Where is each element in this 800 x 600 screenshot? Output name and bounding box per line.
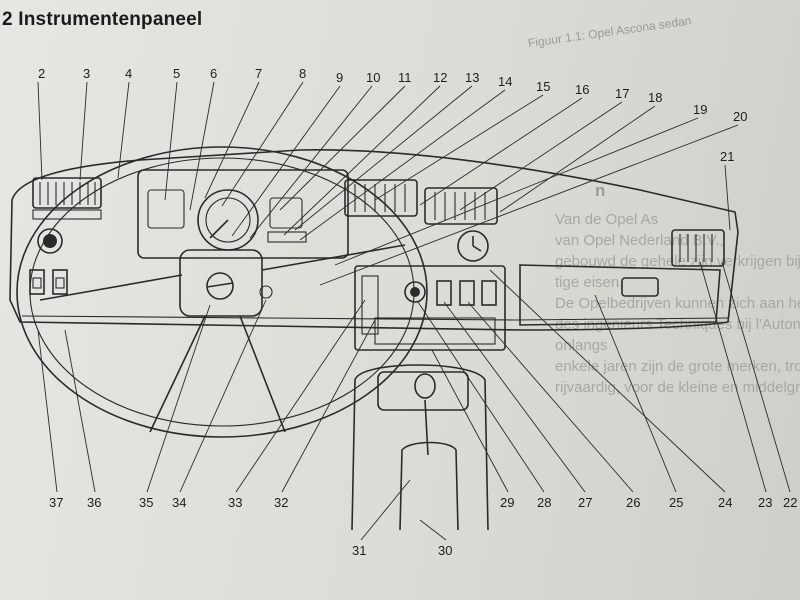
callout-leaders — [37, 81, 791, 541]
bleed-line: gebouwd de gehele zijn verkrijgen bij — [555, 253, 800, 270]
radio-slot — [374, 317, 496, 345]
dashboard-lower-edge — [21, 315, 729, 321]
console-switch-1 — [436, 280, 452, 306]
bleed-line: tige eisen. — [555, 274, 624, 291]
callout-11: 11 — [398, 70, 412, 85]
gear-console-tray — [377, 371, 469, 411]
headlight-knob — [37, 228, 63, 254]
callout-12: 12 — [433, 70, 447, 85]
gear-boot — [399, 441, 459, 531]
center-vent-left — [344, 179, 418, 217]
cigarette-lighter-center — [410, 287, 420, 297]
bleed-through-text: n Van de Opel As van Opel Nederland B.V.… — [555, 180, 800, 600]
center-console — [354, 265, 506, 351]
callout-33: 33 — [228, 495, 242, 510]
callout-19: 19 — [693, 102, 707, 117]
callout-2: 2 — [38, 66, 45, 81]
callout-16: 16 — [575, 82, 589, 97]
left-vent-slats — [39, 182, 96, 205]
bleed-heading: n — [595, 181, 606, 200]
callout-32: 32 — [274, 495, 288, 510]
temp-gauge — [269, 197, 303, 229]
steering-wheel-rim — [16, 146, 428, 438]
steering-wheel-spokes — [39, 244, 406, 433]
left-switch-1-face — [32, 277, 42, 289]
console-switch-column — [361, 275, 379, 335]
glove-box-latch — [621, 277, 659, 297]
callout-18: 18 — [648, 90, 662, 105]
callout-34: 34 — [172, 495, 186, 510]
horn-button — [259, 285, 273, 299]
bleed-line: De Opelbedrijven kunnen zich aan het b — [555, 295, 800, 312]
clock-hands — [472, 236, 482, 252]
bleed-line: enkele jaren zijn de grote merken, trouw… — [555, 358, 800, 375]
dashboard-outline — [9, 149, 739, 331]
opel-logo-icon — [206, 272, 234, 300]
callout-22: 22 — [783, 495, 797, 510]
bleed-line: onlangs — [555, 337, 608, 354]
callout-31: 31 — [352, 543, 366, 558]
opel-logo-bolt — [206, 282, 234, 288]
callout-35: 35 — [139, 495, 153, 510]
callout-9: 9 — [336, 70, 343, 85]
callout-17: 17 — [615, 86, 629, 101]
callout-7: 7 — [255, 66, 262, 81]
fuel-gauge — [147, 189, 185, 229]
section-title: Instrumentenpaneel — [18, 9, 203, 30]
callout-27: 27 — [578, 495, 592, 510]
left-vent-controls — [32, 209, 102, 220]
callout-25: 25 — [669, 495, 683, 510]
callout-30: 30 — [438, 543, 452, 558]
right-vent-slats — [679, 234, 713, 262]
left-switch-2 — [52, 269, 68, 295]
callout-13: 13 — [465, 70, 479, 85]
bleed-line: van Opel Nederland B.V., — [555, 232, 724, 249]
callout-3: 3 — [83, 66, 90, 81]
callout-26: 26 — [626, 495, 640, 510]
callout-36: 36 — [87, 495, 101, 510]
console-switch-2 — [459, 280, 475, 306]
callout-6: 6 — [210, 66, 217, 81]
center-vent-right — [424, 187, 498, 225]
page-title: 2 Instrumentenpaneel — [2, 9, 202, 31]
callout-29: 29 — [500, 495, 514, 510]
steering-wheel-hub — [179, 249, 263, 317]
center-vent-slats — [354, 184, 486, 220]
callout-10: 10 — [366, 70, 380, 85]
callout-15: 15 — [536, 79, 550, 94]
bleed-line: rijvaardig, voor de kleine en middelgrot… — [555, 379, 800, 396]
clock-icon — [457, 230, 489, 262]
callout-8: 8 — [299, 66, 306, 81]
left-switch-2-face — [55, 277, 65, 289]
callout-37: 37 — [49, 495, 63, 510]
callout-4: 4 — [125, 66, 132, 81]
instrument-cluster — [137, 169, 349, 259]
section-number: 2 — [2, 9, 13, 30]
speedometer-inner — [205, 197, 251, 243]
speedometer-needle — [209, 219, 229, 239]
right-vent — [671, 229, 725, 267]
bleed-line: Van de Opel As — [555, 211, 659, 228]
gear-knob — [414, 373, 436, 399]
callout-21: 21 — [720, 149, 734, 164]
callout-20: 20 — [733, 109, 747, 124]
warning-lights — [267, 231, 307, 243]
callout-14: 14 — [498, 74, 512, 89]
glove-box — [519, 264, 721, 326]
callout-5: 5 — [173, 66, 180, 81]
headlight-knob-center — [43, 234, 57, 248]
gear-lever — [424, 399, 429, 456]
callout-24: 24 — [718, 495, 732, 510]
left-vent — [32, 177, 102, 209]
console-switch-3 — [481, 280, 497, 306]
cigarette-lighter — [404, 281, 426, 303]
callout-labels: 2 3 4 5 6 7 8 9 10 11 12 13 14 15 16 17 … — [38, 66, 797, 558]
transmission-tunnel — [351, 364, 489, 531]
callout-28: 28 — [537, 495, 551, 510]
callout-23: 23 — [758, 495, 772, 510]
